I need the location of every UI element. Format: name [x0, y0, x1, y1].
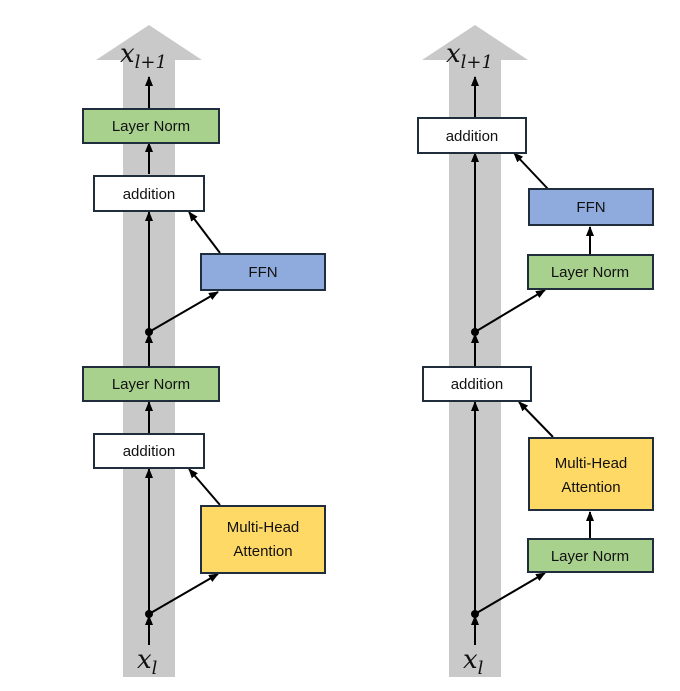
left-arrow-branch-to-attention [148, 573, 219, 615]
left-arrow-ffn-to-add [188, 211, 221, 254]
left-layer-norm-mid-label: Layer Norm [112, 376, 190, 393]
left-multi-head-attention: Multi-Head Attention [200, 505, 326, 574]
left-attention-label-line1: Multi-Head [227, 519, 300, 536]
left-ffn: FFN [200, 253, 326, 291]
right-addition-mid: addition [422, 366, 532, 402]
right-arrow-branch-to-ffn-norm [474, 289, 546, 333]
right-arrow-ffn-to-add [513, 152, 549, 190]
left-addition-top: addition [93, 175, 205, 212]
left-layer-norm-top: Layer Norm [82, 108, 220, 144]
left-layer-norm-mid: Layer Norm [82, 366, 220, 402]
left-ffn-label: FFN [248, 264, 277, 281]
right-addition-top-label: addition [446, 128, 499, 145]
right-attention-label-line2: Attention [561, 479, 620, 496]
right-layer-norm-attention: Layer Norm [527, 538, 654, 573]
left-attention-label-line2: Attention [233, 543, 292, 560]
left-addition-mid: addition [93, 433, 205, 469]
right-ffn: FFN [528, 188, 654, 226]
right-arrow-attention-to-add [518, 401, 554, 438]
pre-ln-diagram: xl+1 addition FFN Layer Norm [417, 25, 654, 679]
right-input-label: xl [463, 645, 484, 679]
right-arrow-branch-to-attn-norm [474, 572, 546, 615]
left-arrow-attention-to-add [188, 468, 221, 506]
left-addition-top-label: addition [123, 186, 176, 203]
right-attention-label-line1: Multi-Head [555, 455, 628, 472]
right-ffn-label: FFN [576, 199, 605, 216]
right-output-label: xl+1 [446, 39, 493, 73]
left-input-label: xl [137, 645, 158, 679]
left-arrow-branch-to-ffn [148, 291, 219, 333]
left-output-label: xl+1 [120, 39, 167, 73]
left-layer-norm-top-label: Layer Norm [112, 118, 190, 135]
post-ln-diagram: xl+1 Layer Norm addition FFN [82, 25, 326, 679]
left-addition-mid-label: addition [123, 443, 176, 460]
right-layer-norm-ffn: Layer Norm [527, 254, 654, 290]
right-layer-norm-ffn-label: Layer Norm [551, 264, 629, 281]
right-multi-head-attention: Multi-Head Attention [528, 437, 654, 511]
right-layer-norm-attention-label: Layer Norm [551, 548, 629, 565]
right-addition-top: addition [417, 117, 527, 154]
right-addition-mid-label: addition [451, 376, 504, 393]
